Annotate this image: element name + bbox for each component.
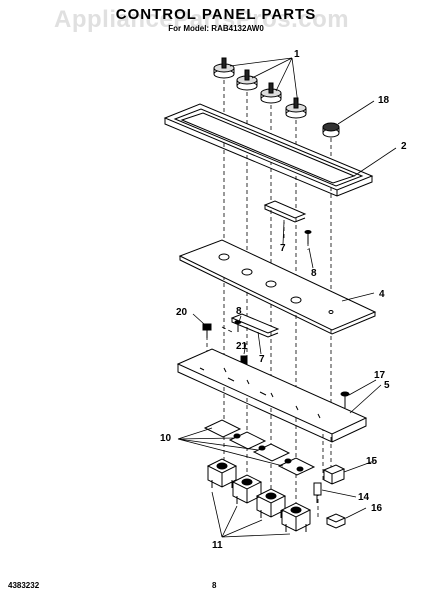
callout-18: 18 (378, 95, 390, 106)
knob-parts (213, 57, 307, 119)
page-title: CONTROL PANEL PARTS (115, 6, 317, 23)
knob (236, 69, 258, 91)
callout-8-upper: 8 (311, 268, 317, 279)
screw-17 (340, 391, 350, 408)
callout-21: 21 (236, 341, 248, 352)
callout-15: 15 (366, 456, 378, 467)
callout-4: 4 (379, 289, 385, 300)
callout-14: 14 (358, 492, 370, 503)
insulators-10 (203, 419, 316, 476)
knob (285, 97, 307, 119)
callout-1: 1 (294, 49, 300, 60)
callout-2: 2 (401, 141, 407, 152)
leader-lines (177, 57, 397, 538)
bracket-7-upper (263, 200, 307, 223)
callout-16: 16 (371, 503, 383, 514)
page-number: 8 (212, 581, 217, 590)
part-14-light (313, 482, 322, 503)
callout-labels: 1 18 2 7 8 4 20 8 21 7 17 5 10 15 14 16 … (160, 49, 407, 551)
callout-10: 10 (160, 433, 172, 444)
control-panel-4 (178, 239, 377, 335)
callout-7-upper: 7 (280, 243, 286, 254)
screw-20 (202, 323, 212, 338)
callout-7-lower: 7 (259, 354, 265, 365)
model-subtitle: For Model: RAB4132AW0 (168, 24, 264, 33)
callout-17: 17 (374, 370, 386, 381)
watermark: AppliancePartsPros.com (54, 6, 350, 33)
callout-11: 11 (212, 540, 223, 551)
panel-frame (163, 103, 374, 197)
knob (213, 57, 235, 79)
knob-18 (322, 122, 340, 138)
callout-20: 20 (176, 307, 188, 318)
switch (255, 488, 287, 518)
part-16-label (325, 513, 347, 529)
screw-8-upper (304, 230, 312, 244)
screw-8-lower (234, 320, 242, 332)
switch (280, 502, 312, 532)
mounting-plate-5 (176, 348, 368, 443)
switch (206, 458, 238, 488)
part-list-code: 4383232 (8, 581, 40, 590)
bracket-7-lower (230, 313, 280, 338)
part-15-switch (322, 464, 346, 485)
infinite-switches-11 (206, 458, 312, 532)
callout-5: 5 (384, 380, 390, 391)
callout-8-lower: 8 (236, 306, 242, 317)
